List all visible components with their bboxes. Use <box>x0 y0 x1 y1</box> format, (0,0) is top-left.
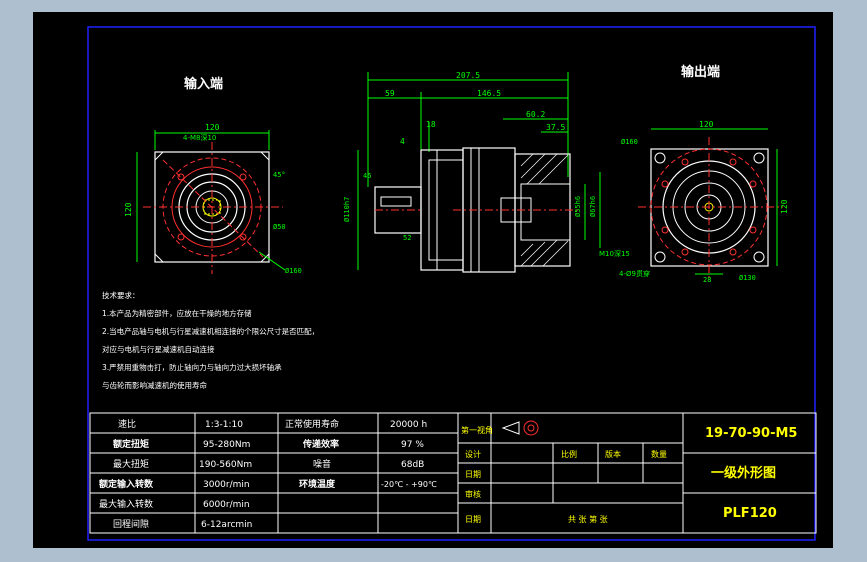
version-label: 版本 <box>605 449 621 459</box>
design-label: 设计 <box>465 449 481 459</box>
output-title: 输出端 <box>681 64 720 80</box>
spec-cell: -20℃ - +90℃ <box>381 480 437 489</box>
projection-symbol-icon <box>501 420 539 436</box>
spec-cell: 正常使用寿命 <box>285 418 339 430</box>
date-label-2: 日期 <box>465 515 481 524</box>
spec-cell: 6000r/min <box>203 500 250 510</box>
side-146-dim: 146.5 <box>477 89 501 98</box>
output-view: 输出端 120 120 Ø160 M10深15 4-Ø9贯穿 Ø130 28 <box>599 64 789 284</box>
spec-cell: 额定输入转数 <box>99 478 154 490</box>
projection-label: 第一视角 <box>461 425 493 435</box>
note-line: 3.严禁用重物击打，防止轴向力与轴向力过大损坏轴承 <box>102 362 282 372</box>
spec-cell: 回程间隙 <box>113 518 149 530</box>
output-m10-dim: M10深15 <box>599 249 630 258</box>
side-601-dim: 60.2 <box>526 110 545 119</box>
input-width-dim: 120 <box>205 123 220 132</box>
note-line: 2.当电产品轴与电机与行星减速机相连接的个限公尺寸是否匹配， <box>102 326 319 336</box>
drawing-number: 19-70-90-M5 <box>705 426 797 441</box>
side-d67-dim: Ø67h6 <box>589 196 597 217</box>
review-label: 审核 <box>465 489 481 499</box>
spec-cell: 68dB <box>401 460 424 470</box>
side-59-dim: 59 <box>385 89 395 98</box>
spec-cell: 6-12arcmin <box>201 520 252 530</box>
note-line: 与齿轮而影响减速机的使用寿命 <box>102 380 207 390</box>
technical-notes: 技术要求： 1.本产品为精密部件，应放在干燥的地方存储 2.当电产品轴与电机与行… <box>102 290 319 390</box>
input-angle-dim: 45° <box>273 171 286 179</box>
cad-drawing: 输入端 120 120 4-M8深10 45° Ø50 Ø160 <box>87 26 817 541</box>
side-4-dim: 4 <box>400 137 405 146</box>
spec-cell: 最大扭矩 <box>113 458 149 470</box>
sheet-count-label: 共 张 第 张 <box>568 514 608 524</box>
output-height-dim: 120 <box>780 199 789 214</box>
spec-cell: 20000 h <box>390 420 427 430</box>
side-375-dim: 37.5 <box>546 123 565 132</box>
output-d160-dim: Ø160 <box>621 138 638 146</box>
drawing-frame <box>87 26 816 541</box>
spec-cell: 95-280Nm <box>203 440 250 450</box>
spec-cell: 190-560Nm <box>199 460 252 470</box>
side-45-dim: 45 <box>363 172 371 180</box>
date-label: 日期 <box>465 470 481 479</box>
note-line: 技术要求： <box>102 290 140 300</box>
input-holes-dim: 4-M8深10 <box>183 133 216 142</box>
spec-cell: 97 % <box>401 440 424 450</box>
note-line: 1.本产品为精密部件，应放在干燥的地方存储 <box>102 308 252 318</box>
scale-label: 比例 <box>561 449 577 459</box>
input-title: 输入端 <box>184 76 223 92</box>
title-block: 第一视角 设计 日期 审核 日期 比例 版本 数量 共 张 第 张 19-70-… <box>457 412 817 534</box>
side-overall-dim: 207.5 <box>456 71 480 80</box>
input-d50-dim: Ø50 <box>273 223 286 231</box>
output-28-dim: 28 <box>703 276 711 284</box>
side-52-dim: 52 <box>403 234 411 242</box>
spec-cell: 速比 <box>118 418 136 430</box>
input-height-dim: 120 <box>124 202 133 217</box>
side-d55-dim: Ø55h6 <box>574 196 582 217</box>
spec-cell: 环境温度 <box>299 478 336 490</box>
input-view: 输入端 120 120 4-M8深10 45° Ø50 Ø160 <box>124 76 302 275</box>
spec-table: 速比 1:3-1:10 正常使用寿命 20000 h 额定扭矩 95-280Nm… <box>89 412 459 534</box>
output-width-dim: 120 <box>699 120 714 129</box>
model-number: PLF120 <box>723 506 777 521</box>
spec-cell: 噪音 <box>313 458 331 470</box>
side-18-dim: 18 <box>426 120 436 129</box>
output-130-dim: Ø130 <box>739 274 756 282</box>
quantity-label: 数量 <box>651 449 667 459</box>
side-view: 207.5 59 146.5 60.2 37.5 18 4 45 52 Ø110… <box>343 71 601 273</box>
note-line: 对应与电机与行星减速机自动连接 <box>102 344 215 354</box>
input-d160-dim: Ø160 <box>285 267 302 275</box>
spec-cell: 3000r/min <box>203 480 250 490</box>
spec-cell: 1:3-1:10 <box>205 420 243 430</box>
spec-cell: 额定扭矩 <box>113 438 149 450</box>
side-d110-dim: Ø110h7 <box>343 197 351 222</box>
drawing-name: 一级外形图 <box>711 465 776 481</box>
drawing-sheet: 输入端 120 120 4-M8深10 45° Ø50 Ø160 <box>33 12 833 548</box>
spec-cell: 最大输入转数 <box>99 498 153 510</box>
spec-cell: 传递效率 <box>302 438 339 450</box>
output-holes-dim: 4-Ø9贯穿 <box>619 269 650 278</box>
